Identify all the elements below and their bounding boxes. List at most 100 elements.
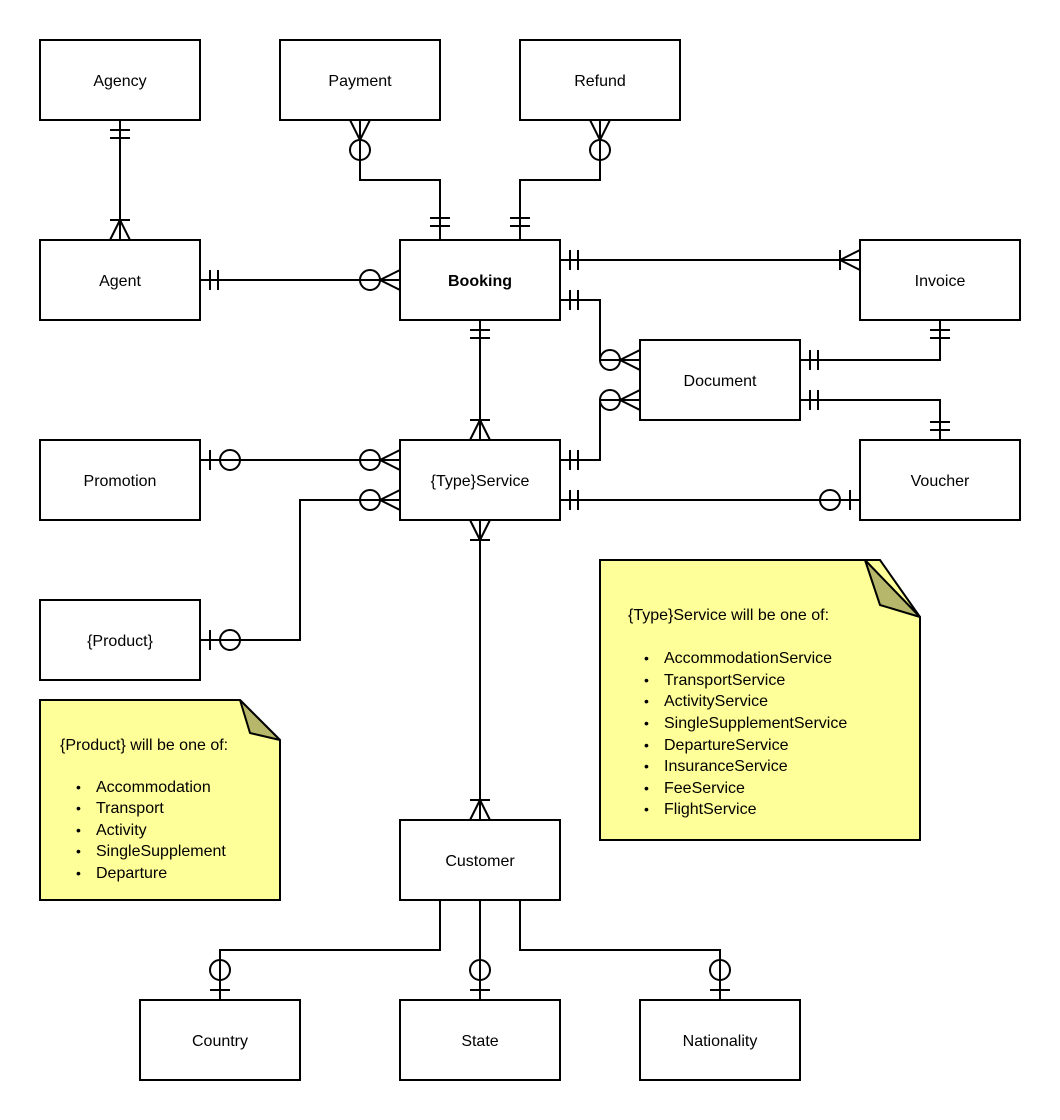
entity-box (39, 239, 201, 321)
list-item: TransportService (664, 672, 785, 689)
entity-label: Booking (448, 273, 512, 290)
note-fold (239, 699, 281, 741)
note-heading: {Product} will be one of: (60, 737, 228, 754)
entity-box (139, 999, 301, 1081)
connectors (109, 119, 950, 1000)
rel-payment-booking[interactable] (349, 119, 450, 240)
entity-invoice[interactable]: Invoice (859, 239, 1021, 321)
bullet-icon: • (644, 693, 649, 709)
entity-nationality[interactable]: Nationality (639, 999, 801, 1081)
note-body (599, 559, 921, 841)
rel-service-voucher[interactable] (560, 489, 860, 511)
list-item: SingleSupplement (96, 843, 226, 860)
entity-label: Voucher (911, 473, 970, 490)
rel-agent-booking[interactable] (200, 269, 401, 291)
entity-country[interactable]: Country (139, 999, 301, 1081)
bullet-icon: • (644, 715, 649, 731)
rel-customer-country[interactable] (209, 900, 441, 1000)
entity-label: Payment (328, 73, 392, 90)
entity-label: Promotion (84, 473, 157, 490)
entity-label: {Product} (87, 633, 153, 650)
entity-label: State (461, 1033, 498, 1050)
bullet-icon: • (76, 822, 81, 838)
bullet-icon: • (644, 650, 649, 666)
rel-customer-state[interactable] (469, 900, 491, 1000)
entity-label: Country (192, 1033, 248, 1050)
list-item: ActivityService (664, 693, 768, 710)
entity-booking[interactable]: Booking (399, 239, 561, 321)
entity-box (519, 39, 681, 121)
rel-booking-invoice[interactable] (560, 249, 861, 271)
entity-refund[interactable]: Refund (519, 39, 681, 121)
entity-box (399, 239, 561, 321)
entity-state[interactable]: State (399, 999, 561, 1081)
list-item: SingleSupplementService (664, 715, 847, 732)
entity-payment[interactable]: Payment (279, 39, 441, 121)
note-heading: {Type}Service will be one of: (628, 607, 829, 624)
bullet-icon: • (76, 800, 81, 816)
entity-label: Document (684, 373, 757, 390)
rel-product-service[interactable] (200, 489, 401, 651)
list-item: FeeService (664, 780, 745, 797)
rel-voucher-document[interactable] (800, 390, 950, 440)
entity-box (859, 439, 1021, 521)
entity-box (279, 39, 441, 121)
entity-customer[interactable]: Customer (399, 819, 561, 901)
list-item: Activity (96, 822, 147, 839)
bullet-icon: • (644, 737, 649, 753)
rel-promotion-service[interactable] (200, 449, 401, 471)
rel-agency-agent[interactable] (109, 120, 131, 241)
rel-booking-document[interactable] (560, 290, 641, 371)
note-body (39, 699, 281, 901)
entity-box (399, 999, 561, 1081)
entity-label: Invoice (915, 273, 966, 290)
entity-product[interactable]: {Product} (39, 599, 201, 681)
entity-box (39, 599, 201, 681)
rel-booking-service[interactable] (469, 320, 491, 441)
entity-type-service[interactable]: {Type}Service (399, 439, 561, 521)
entity-box (399, 439, 561, 521)
bullet-icon: • (76, 865, 81, 881)
note-fold (864, 559, 921, 618)
entity-voucher[interactable]: Voucher (859, 439, 1021, 521)
note-type-service[interactable]: {Type}Service will be one of: • Accommod… (599, 559, 921, 841)
entity-label: Customer (445, 853, 515, 870)
entity-document[interactable]: Document (639, 339, 801, 421)
list-item: Transport (96, 800, 164, 817)
entity-agent[interactable]: Agent (39, 239, 201, 321)
list-item: Departure (96, 865, 167, 882)
list-item: InsuranceService (664, 758, 788, 775)
list-item: AccommodationService (664, 650, 832, 667)
entity-promotion[interactable]: Promotion (39, 439, 201, 521)
entity-label: Agency (93, 73, 146, 90)
list-item: DepartureService (664, 737, 789, 754)
rel-refund-booking[interactable] (510, 119, 611, 240)
bullet-icon: • (644, 672, 649, 688)
entity-agency[interactable]: Agency (39, 39, 201, 121)
bullet-icon: • (76, 779, 81, 795)
list-item: Accommodation (96, 779, 211, 796)
entity-box (639, 339, 801, 421)
bullet-icon: • (644, 758, 649, 774)
note-product[interactable]: {Product} will be one of: • Accommodatio… (39, 699, 281, 901)
entity-label: Nationality (683, 1033, 758, 1050)
bullet-icon: • (76, 843, 81, 859)
entity-label: Refund (574, 73, 626, 90)
rel-service-document[interactable] (560, 389, 641, 470)
note-list: • Accommodation • Transport • Activity •… (76, 779, 226, 882)
bullet-icon: • (644, 801, 649, 817)
list-item: FlightService (664, 801, 757, 818)
entity-label: {Type}Service (431, 473, 530, 490)
bullet-icon: • (644, 780, 649, 796)
rel-service-customer[interactable] (469, 519, 491, 821)
note-list: • AccommodationService • TransportServic… (644, 650, 847, 818)
rel-invoice-document[interactable] (800, 320, 950, 370)
entity-box (639, 999, 801, 1081)
entity-box (859, 239, 1021, 321)
entity-label: Agent (99, 273, 141, 290)
entity-box (39, 439, 201, 521)
rel-customer-nationality[interactable] (519, 900, 731, 1000)
entity-box (399, 819, 561, 901)
entity-box (39, 39, 201, 121)
